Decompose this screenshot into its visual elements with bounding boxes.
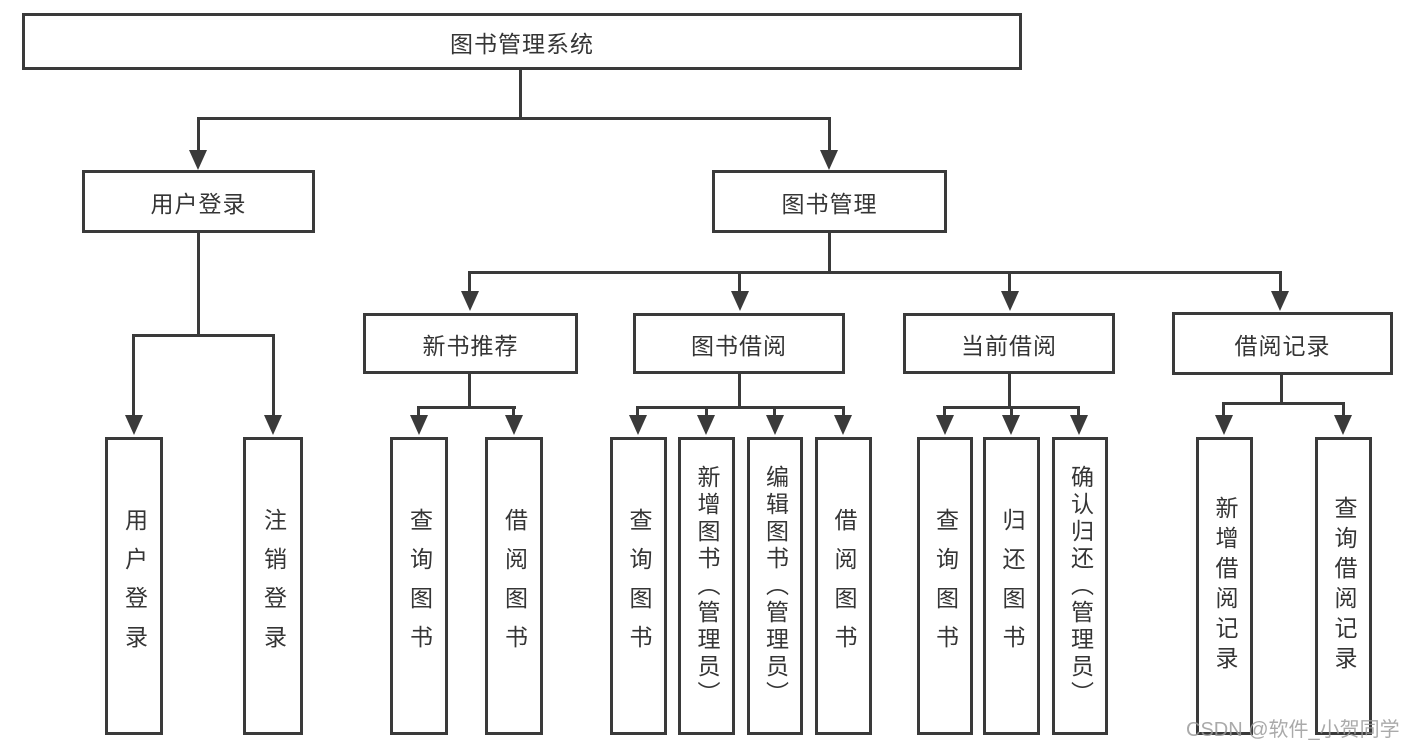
connector-current-borrow-stem bbox=[1008, 373, 1011, 408]
connector-arrow-stem-leaf2 bbox=[272, 334, 275, 417]
connector-arrow-stem-leaf3 bbox=[417, 406, 420, 417]
connector-arrow-stem-leaf10 bbox=[1010, 406, 1013, 417]
leaf-add-borrow-record: 新增借阅记录 bbox=[1196, 437, 1253, 735]
leaf-borrow-books-1: 借阅图书 bbox=[485, 437, 543, 735]
leaf-confirm-return-admin: 确认归还（管理员） bbox=[1052, 437, 1108, 735]
node-book-mgmt: 图书管理 bbox=[712, 170, 947, 233]
arrowhead-borrow-records bbox=[1271, 291, 1289, 311]
leaf-label: 注销登录 bbox=[260, 508, 287, 664]
leaf-query-borrow-record: 查询借阅记录 bbox=[1315, 437, 1372, 735]
node-user-login: 用户登录 bbox=[82, 170, 315, 233]
connector-arrow-stem-borrow-records bbox=[1279, 271, 1282, 293]
leaf-label: 用户登录 bbox=[121, 508, 148, 664]
arrowhead-leaf11 bbox=[1070, 415, 1088, 435]
arrowhead-book-borrow bbox=[731, 291, 749, 311]
connector-user-login-stem bbox=[197, 232, 200, 336]
connector-arrow-stem-leaf4 bbox=[512, 406, 515, 417]
arrowhead-book-mgmt bbox=[820, 150, 838, 170]
connector-arrow-stem-leaf8 bbox=[842, 406, 845, 417]
arrowhead-leaf7 bbox=[766, 415, 784, 435]
node-root: 图书管理系统 bbox=[22, 13, 1022, 70]
arrowhead-leaf10 bbox=[1002, 415, 1020, 435]
connector-arrow-stem-user-login bbox=[197, 117, 200, 152]
leaf-label: 借阅图书 bbox=[501, 508, 528, 664]
connector-book-mgmt-stem bbox=[828, 232, 831, 273]
arrowhead-leaf6 bbox=[697, 415, 715, 435]
node-borrow-records: 借阅记录 bbox=[1172, 312, 1393, 375]
node-book-borrow: 图书借阅 bbox=[633, 313, 845, 374]
node-current-borrow-label: 当前借阅 bbox=[961, 332, 1057, 359]
connector-arrow-stem-leaf5 bbox=[636, 406, 639, 417]
arrowhead-leaf13 bbox=[1334, 415, 1352, 435]
connector-arrow-stem-leaf1 bbox=[132, 334, 135, 417]
csdn-watermark: CSDN @软件_小贺同学 bbox=[1186, 719, 1400, 741]
arrowhead-leaf12 bbox=[1215, 415, 1233, 435]
arrowhead-leaf4 bbox=[505, 415, 523, 435]
arrowhead-current-borrow bbox=[1001, 291, 1019, 311]
leaf-label: 查询图书 bbox=[406, 508, 433, 664]
connector-arrow-stem-new-book bbox=[468, 271, 471, 293]
leaf-label: 借阅图书 bbox=[831, 508, 857, 664]
leaf-label: 查询借阅记录 bbox=[1331, 496, 1357, 676]
leaf-query-books-3: 查询图书 bbox=[917, 437, 973, 735]
node-current-borrow: 当前借阅 bbox=[903, 313, 1115, 374]
arrowhead-new-book bbox=[461, 291, 479, 311]
connector-arrow-stem-leaf11 bbox=[1077, 406, 1080, 417]
connector-branch-borrow-records bbox=[1222, 402, 1345, 405]
node-new-book-rec: 新书推荐 bbox=[363, 313, 578, 374]
node-root-label: 图书管理系统 bbox=[450, 30, 594, 57]
connector-arrow-stem-leaf13 bbox=[1342, 402, 1345, 417]
connector-borrow-records-stem bbox=[1280, 374, 1283, 404]
leaf-label: 新增借阅记录 bbox=[1212, 496, 1238, 676]
arrowhead-leaf9 bbox=[936, 415, 954, 435]
leaf-return-books: 归还图书 bbox=[983, 437, 1040, 735]
node-new-book-rec-label: 新书推荐 bbox=[422, 332, 519, 359]
leaf-label: 编辑图书（管理员） bbox=[762, 464, 789, 708]
leaf-label: 查询图书 bbox=[932, 508, 959, 664]
leaf-logout: 注销登录 bbox=[243, 437, 303, 735]
connector-arrow-stem-leaf12 bbox=[1222, 402, 1225, 417]
connector-arrow-stem-leaf9 bbox=[943, 406, 946, 417]
node-borrow-records-label: 借阅记录 bbox=[1234, 332, 1331, 359]
connector-branch-new-book bbox=[417, 406, 516, 409]
leaf-user-login: 用户登录 bbox=[105, 437, 163, 735]
connector-book-borrow-stem bbox=[738, 373, 741, 408]
connector-arrow-stem-leaf7 bbox=[773, 406, 776, 417]
connector-branch-book-borrow bbox=[636, 406, 845, 409]
leaf-label: 确认归还（管理员） bbox=[1067, 464, 1094, 708]
node-book-borrow-label: 图书借阅 bbox=[691, 332, 787, 359]
arrowhead-user-login bbox=[189, 150, 207, 170]
connector-branch-level2 bbox=[197, 117, 831, 120]
connector-new-book-stem bbox=[468, 373, 471, 408]
connector-branch-user-login bbox=[132, 334, 275, 337]
connector-arrow-stem-leaf6 bbox=[705, 406, 708, 417]
leaf-edit-books-admin: 编辑图书（管理员） bbox=[747, 437, 803, 735]
connector-arrow-stem-current-borrow bbox=[1008, 271, 1011, 293]
arrowhead-leaf1 bbox=[125, 415, 143, 435]
leaf-query-books-2: 查询图书 bbox=[610, 437, 667, 735]
leaf-query-books-1: 查询图书 bbox=[390, 437, 448, 735]
leaf-label: 新增图书（管理员） bbox=[694, 464, 720, 708]
arrowhead-leaf8 bbox=[834, 415, 852, 435]
connector-arrow-stem-book-mgmt bbox=[828, 117, 831, 152]
node-user-login-label: 用户登录 bbox=[150, 190, 247, 217]
arrowhead-leaf2 bbox=[264, 415, 282, 435]
connector-arrow-stem-book-borrow bbox=[738, 271, 741, 293]
leaf-label: 查询图书 bbox=[626, 508, 652, 664]
leaf-add-books-admin: 新增图书（管理员） bbox=[678, 437, 735, 735]
connector-root-stem bbox=[519, 69, 522, 118]
leaf-label: 归还图书 bbox=[999, 508, 1025, 664]
node-book-mgmt-label: 图书管理 bbox=[781, 190, 878, 217]
leaf-borrow-books-2: 借阅图书 bbox=[815, 437, 872, 735]
arrowhead-leaf5 bbox=[629, 415, 647, 435]
arrowhead-leaf3 bbox=[410, 415, 428, 435]
connector-branch-level3 bbox=[468, 271, 1282, 274]
